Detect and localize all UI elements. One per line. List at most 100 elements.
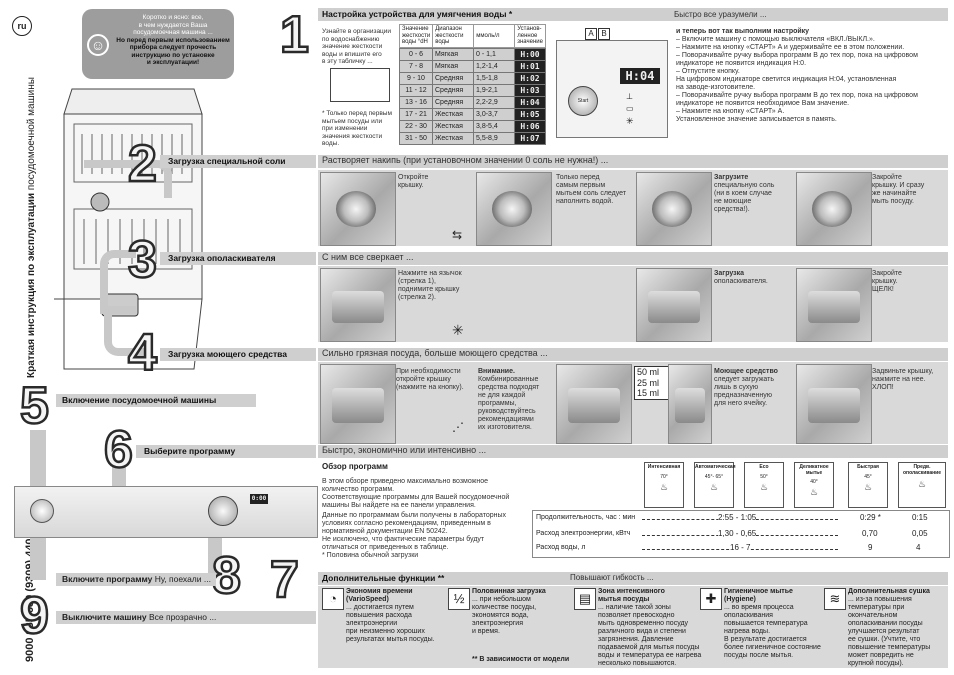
sec1-title: Настройка устройства для умягчения воды … (322, 9, 513, 19)
sec4-photo-1 (320, 364, 396, 444)
hardness-cell-set: H:02 (514, 72, 546, 85)
step-number-7: 7 (269, 551, 300, 609)
hardness-cell-dh: 13 - 16 (399, 96, 433, 109)
hardness-cell-mmol: 3,0-3,7 (473, 108, 515, 121)
sec3-photo-3 (796, 268, 872, 342)
th-range: Диапазон жесткости воды (432, 24, 475, 48)
sec8-heading: Включите программу Ну, поехали ... (62, 574, 211, 584)
hardness-cell-range: Средняя (432, 72, 474, 85)
th-mmol: ммоль/л (473, 24, 516, 48)
sec2-sub: Растворяет накипь (при установочном знач… (322, 155, 609, 165)
drying-icon: ≋ (824, 588, 846, 610)
note-text: Коротко и ясно: все,в чем нуждается Ваша… (116, 14, 230, 66)
sec4-sub: Сильно грязная посуда, больше моющего ср… (322, 348, 548, 358)
hardness-cell-mmol: 0 - 1,1 (473, 48, 515, 61)
th-dh: Значение жесткости воды °dH (398, 24, 434, 48)
row-energy-v2: 0,70 (862, 529, 878, 538)
step-number-6: 6 (103, 421, 134, 479)
sec7-bar (318, 572, 948, 585)
hardness-cell-set: H:07 (514, 132, 546, 145)
hardness-cell-dh: 22 - 30 (399, 120, 433, 133)
row-energy-v3: 0,05 (912, 529, 928, 538)
sec3-bar-left (160, 252, 316, 265)
connector (100, 250, 136, 314)
sec1-bar (318, 8, 948, 21)
hardness-cell-set: H:03 (514, 84, 546, 97)
hardness-cell-dh: 0 - 6 (399, 48, 433, 61)
sec3-title: Загрузка ополаскивателя (168, 253, 276, 263)
on-off-button (30, 499, 54, 523)
hygiene-icon: ✚ (700, 588, 722, 610)
step-number-3: 3 (127, 231, 158, 289)
smiley-icon: ☺ (87, 34, 109, 56)
program-table-frame (532, 510, 950, 558)
hardness-cell-mmol: 1,9-2,1 (473, 84, 515, 97)
sec4-photo-3 (668, 364, 712, 444)
sec3-sub: С ним все сверкает ... (322, 252, 414, 262)
sec3-text-1: Нажмите на язычок(стрелка 1),поднимите к… (398, 270, 462, 301)
hardness-cell-range: Средняя (432, 84, 474, 97)
sec6-sub: Быстро, экономично или интенсивно ... (322, 445, 487, 455)
sec4-bar (318, 348, 948, 361)
row-water-label: Расход воды, л (536, 544, 586, 551)
sec8-bar (56, 573, 216, 586)
hardness-cell-dh: 31 - 50 (399, 132, 433, 145)
start-button[interactable]: Start (568, 86, 598, 116)
sec2-title: Загрузка специальной соли (168, 156, 286, 166)
sec6-title: Выберите программу (144, 446, 236, 456)
hardness-cell-range: Жесткая (432, 132, 474, 145)
feature-4-head: Гигиеничное мытье(Hygiene) (724, 588, 793, 603)
sparkle-icon: ✳ (626, 116, 634, 126)
program-knob (208, 496, 238, 526)
sec7-title: Дополнительные функции ** (322, 573, 445, 583)
sec2-photo-1 (320, 172, 396, 246)
sec3-photo-1 (320, 268, 396, 342)
hardness-write-box[interactable] (330, 68, 390, 102)
sec4-photo-4 (796, 364, 872, 444)
hardness-cell-mmol: 1,5-1,8 (473, 72, 515, 85)
tap-icon: ⊥ (626, 92, 633, 101)
hardness-cell-dh: 17 - 21 (399, 108, 433, 121)
hourglass-icon: ◔ (322, 588, 344, 610)
overview-text: В этом обзоре приведено максимально возм… (322, 478, 510, 509)
step-number-4: 4 (127, 324, 158, 382)
row-water-v1: 16 - 7 (730, 543, 751, 552)
sec3-photo-2 (636, 268, 712, 342)
row-duration-v3: 0:15 (912, 513, 928, 522)
hardness-cell-dh: 11 - 12 (399, 84, 433, 97)
lab-text: Данные по программам были получены в лаб… (322, 512, 507, 559)
control-panel-photo (14, 486, 318, 538)
hardness-cell-set: H:01 (514, 60, 546, 73)
th-set: Установ-ленное значение (514, 24, 547, 48)
sec5-title: Включение посудомоечной машины (62, 395, 217, 405)
side-title: Краткая инструкция по эксплуатации посуд… (26, 77, 37, 378)
half-load-icon: ½ (448, 588, 470, 610)
row-duration-v2: 0:29 * (860, 513, 881, 522)
step-number-1: 1 (279, 6, 310, 64)
feature-2-head: Половинная загрузка (472, 588, 546, 595)
sec7-sub: Повышают гибкость ... (570, 573, 654, 582)
hardness-cell-set: H:05 (514, 108, 546, 121)
hardness-cell-set: H:06 (514, 120, 546, 133)
hardness-cell-mmol: 2,2-2,9 (473, 96, 515, 109)
step-number-9: 9 (19, 587, 50, 645)
hardness-cell-range: Средняя (432, 96, 474, 109)
hardness-cell-dh: 7 - 8 (399, 60, 433, 73)
label-b: B (598, 28, 610, 40)
